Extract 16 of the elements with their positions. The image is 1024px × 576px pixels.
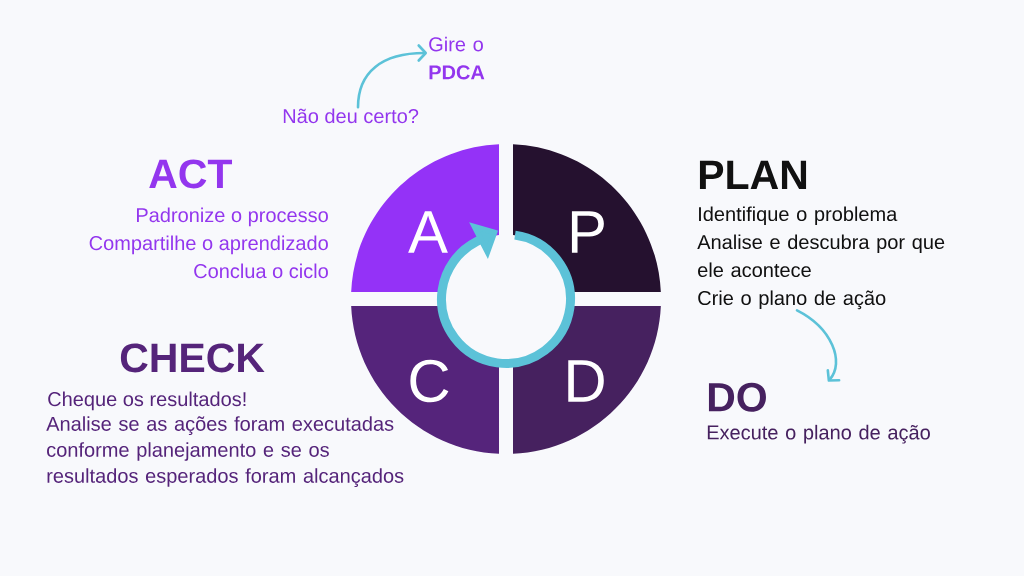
section-heading: CHECK — [120, 343, 265, 373]
cycle-arrow — [437, 222, 575, 368]
callout-text: Gire o PDCA — [429, 36, 485, 80]
step-text: Cheque os resultados! — [48, 391, 246, 411]
section-heading: ACT — [149, 159, 232, 189]
question-text: Não deu certo? — [283, 108, 419, 124]
step-text: Compartilhe o aprendizado — [89, 235, 328, 255]
quadrant-segment: D — [513, 306, 661, 454]
section-text: DO Execute o plano de ação — [707, 382, 930, 444]
section-text: PLAN Identifique o problema Analise e descubra por que ele acontece Crie o plano de ação — [697, 160, 945, 310]
step-text: Padronize o processo — [137, 207, 328, 227]
quadrant-segment: A — [351, 144, 499, 292]
curved-arrow — [356, 44, 427, 109]
curved-arrow — [795, 309, 841, 382]
quadrant-segment: P — [513, 144, 661, 292]
step-text: Conclua o ciclo — [194, 263, 328, 279]
